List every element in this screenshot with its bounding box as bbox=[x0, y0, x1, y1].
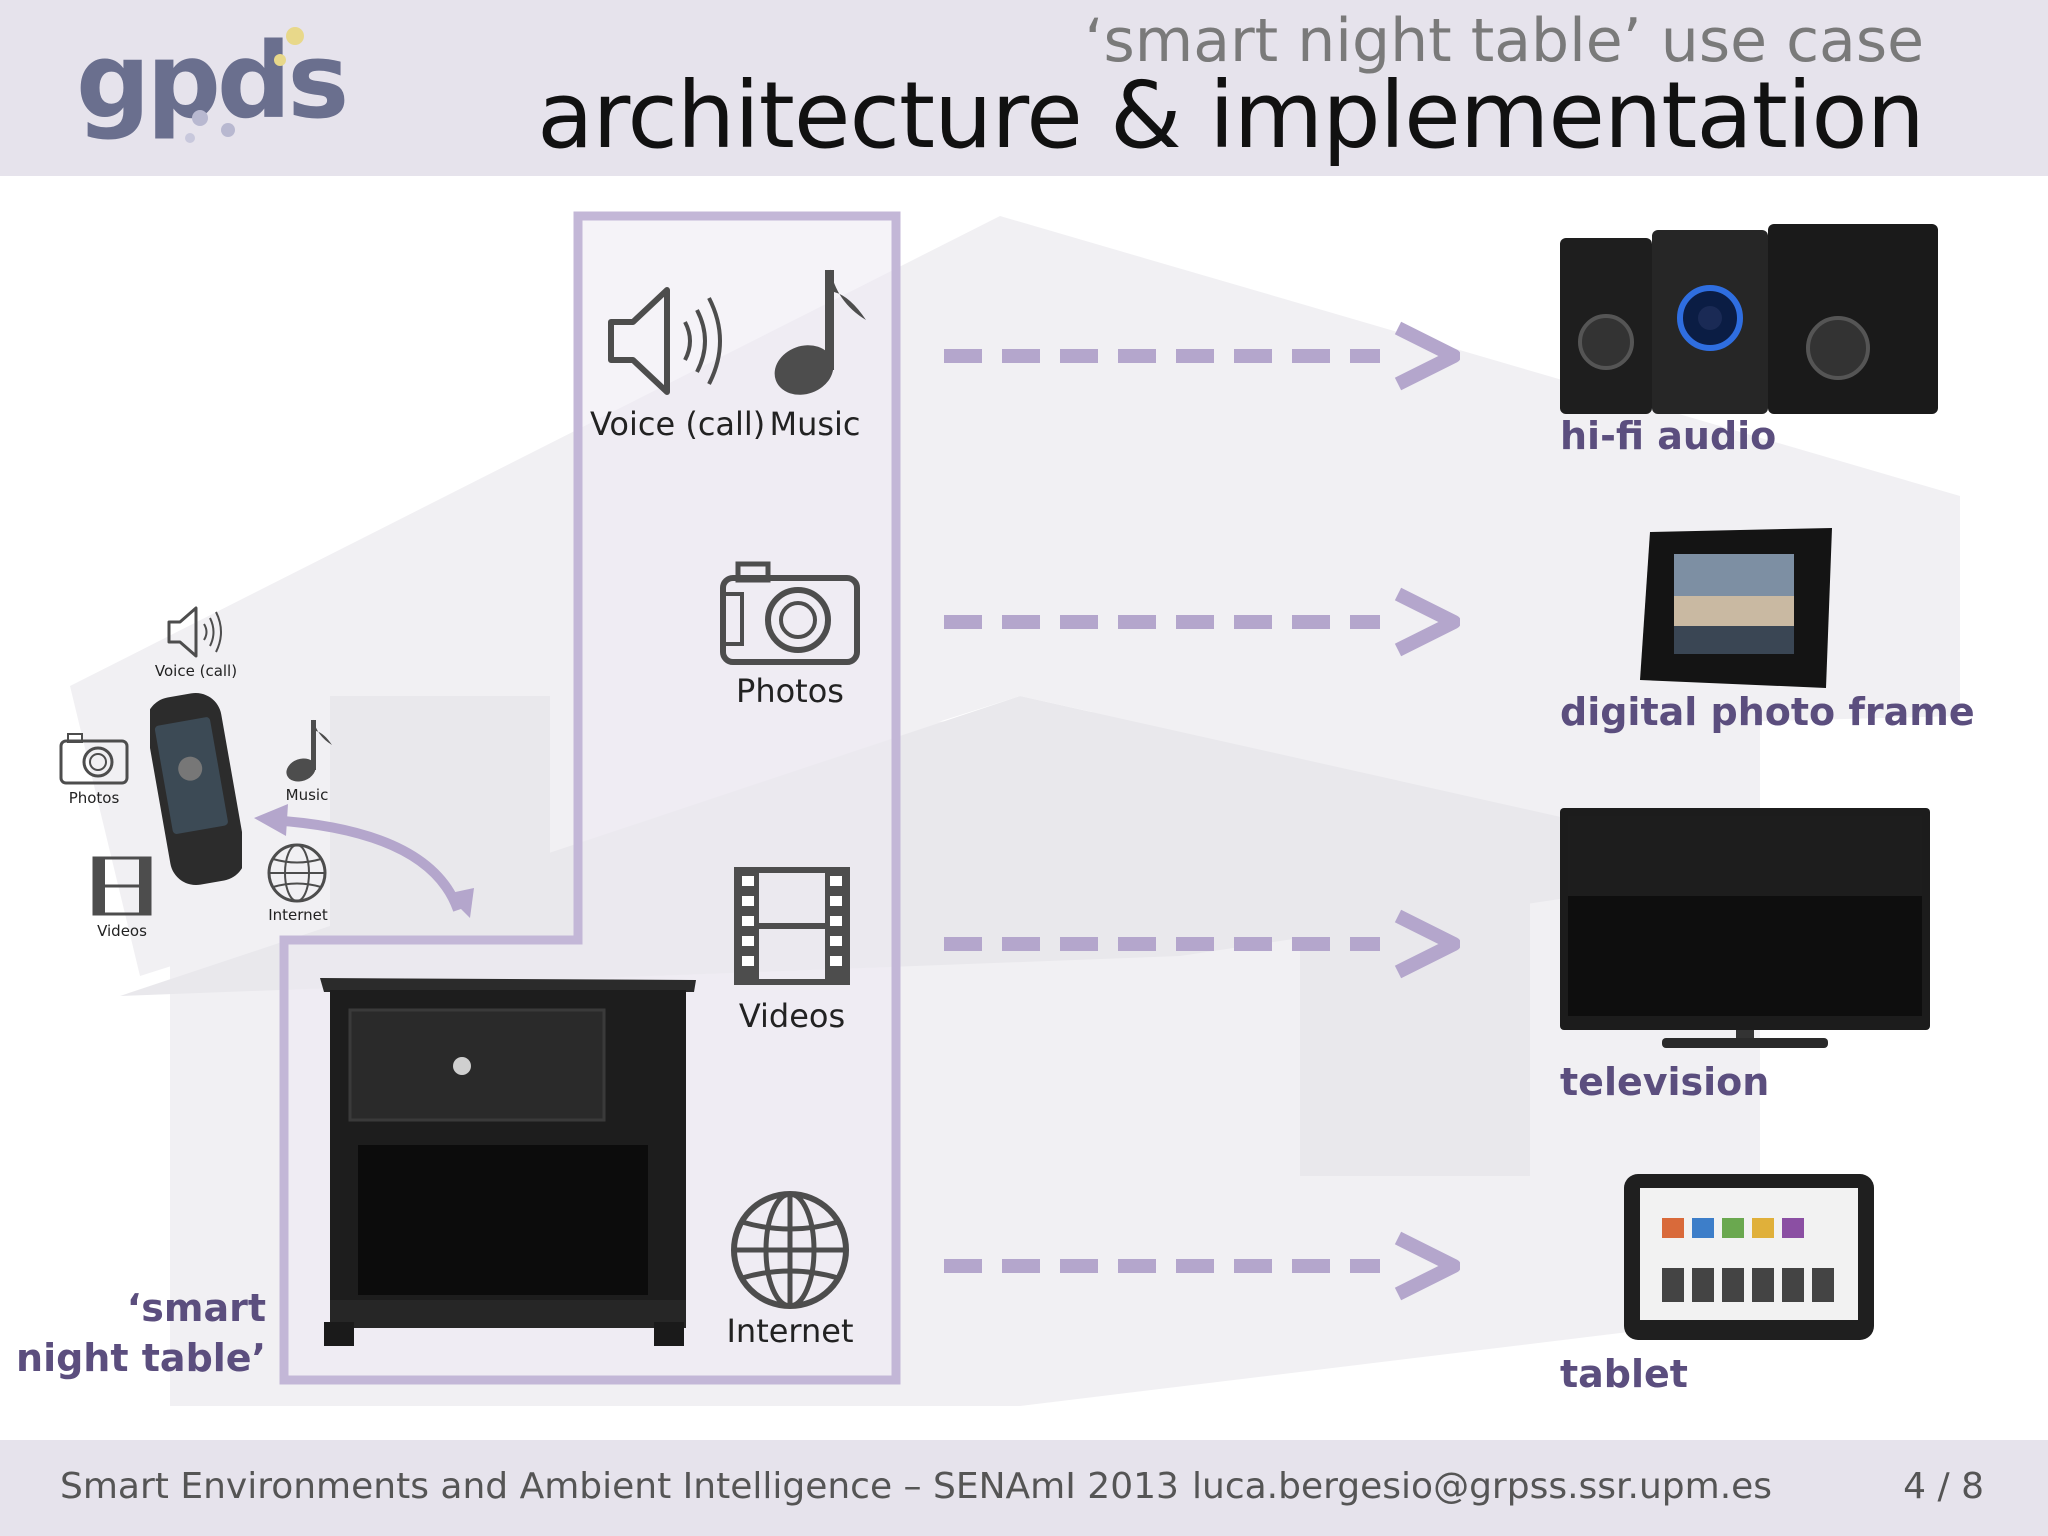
slide-title: architecture & implementation bbox=[537, 62, 1925, 169]
music-label: Music bbox=[769, 405, 861, 443]
smart-night-table-line1: ‘smart bbox=[126, 1286, 266, 1330]
phone-videos-label: Videos bbox=[97, 922, 147, 940]
videos-label: Videos bbox=[738, 997, 846, 1035]
logo-dots-icon bbox=[185, 27, 304, 143]
phone-internet-label: Internet bbox=[268, 906, 328, 924]
globe-icon bbox=[731, 1191, 849, 1309]
header-bar bbox=[0, 0, 2048, 176]
photos-label: Photos bbox=[736, 672, 844, 710]
film-strip-icon bbox=[734, 867, 850, 985]
television-image bbox=[1560, 808, 1930, 1048]
voice-call-label: Voice (call) bbox=[590, 405, 766, 443]
smart-night-table-line2: night table’ bbox=[16, 1336, 266, 1380]
footer-email: luca.bergesio@grpss.ssr.upm.es bbox=[1192, 1466, 1773, 1507]
arrow-to-photo-frame bbox=[944, 587, 1460, 657]
slide-subtitle: ‘smart night table’ use case bbox=[1084, 6, 1924, 76]
tablet-image bbox=[1624, 1174, 1874, 1340]
arrow-to-tablet bbox=[944, 1231, 1460, 1301]
television-label: television bbox=[1560, 1060, 1770, 1104]
internet-label: Internet bbox=[726, 1312, 854, 1350]
phone-music-label: Music bbox=[285, 786, 329, 804]
hifi-audio-label: hi-fi audio bbox=[1560, 414, 1777, 458]
hifi-audio-image bbox=[1560, 224, 1938, 414]
phone-globe-icon bbox=[267, 843, 327, 903]
footer-event-text: Smart Environments and Ambient Intellige… bbox=[60, 1466, 1179, 1507]
phone-camera-icon bbox=[59, 733, 129, 785]
camera-icon bbox=[720, 561, 860, 665]
tablet-label: tablet bbox=[1560, 1352, 1688, 1396]
phone-photos-label: Photos bbox=[68, 789, 120, 807]
phone-speaker-icon bbox=[167, 606, 222, 658]
music-note-icon bbox=[774, 268, 866, 395]
footer-bar bbox=[0, 1440, 2048, 1536]
digital-photo-frame-label: digital photo frame bbox=[1560, 690, 1975, 734]
phone-film-strip-icon bbox=[92, 856, 152, 916]
arrow-to-hifi bbox=[944, 321, 1460, 391]
footer-page-number: 4 / 8 bbox=[1903, 1466, 1984, 1507]
gpds-logo: gpds bbox=[76, 20, 349, 142]
phone-voice-label: Voice (call) bbox=[154, 662, 238, 680]
phone-music-note-icon bbox=[286, 719, 332, 782]
night-table-image bbox=[320, 978, 696, 1346]
phone-table-connection-arrow bbox=[254, 804, 474, 918]
digital-photo-frame-image bbox=[1640, 528, 1832, 688]
speaker-icon bbox=[608, 287, 722, 395]
arrow-to-television bbox=[944, 909, 1460, 979]
smartphone-image bbox=[150, 692, 242, 886]
